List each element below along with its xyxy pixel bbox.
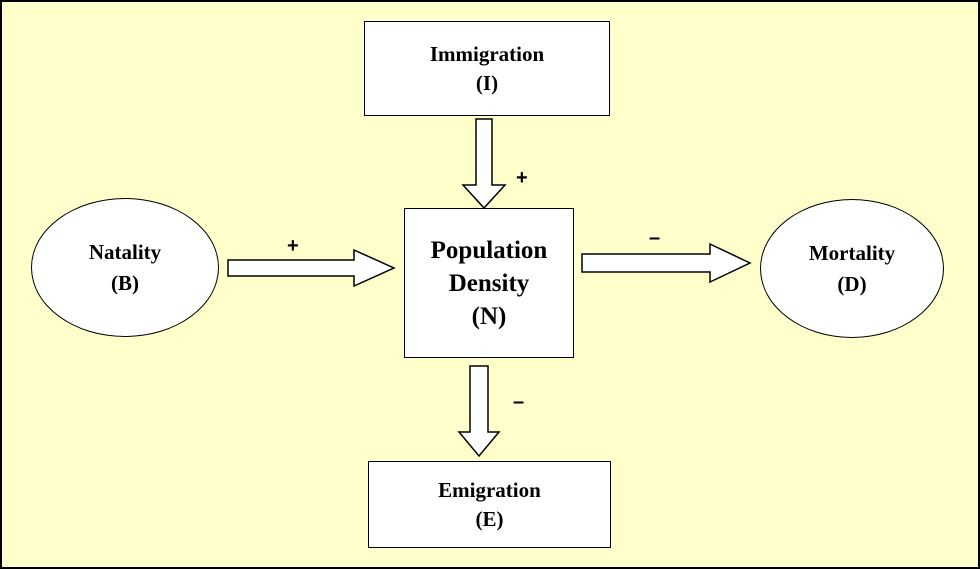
- sign-immigration-to-population: +: [516, 167, 528, 189]
- emigration-symbol: (E): [475, 506, 504, 531]
- arrow-population-to-mortality: [581, 242, 752, 284]
- immigration-symbol: (I): [475, 70, 499, 95]
- population-symbol: (N): [471, 302, 507, 330]
- population-label-line2: Density: [448, 269, 530, 297]
- arrow-natality-to-population: [227, 248, 396, 288]
- sign-population-to-emigration: –: [513, 391, 525, 413]
- emigration-label: Emigration: [438, 477, 541, 502]
- node-natality: Natality (B): [31, 198, 219, 337]
- node-mortality: Mortality (D): [760, 199, 944, 338]
- node-immigration: Immigration (I): [364, 21, 610, 116]
- natality-label: Natality: [88, 239, 162, 264]
- arrow-immigration-to-population: [461, 118, 507, 210]
- node-population-density: Population Density (N): [404, 208, 574, 358]
- arrow-population-to-emigration: [457, 365, 501, 458]
- mortality-symbol: (D): [837, 271, 867, 296]
- node-emigration: Emigration (E): [368, 461, 611, 548]
- mortality-label: Mortality: [808, 240, 896, 265]
- natality-symbol: (B): [111, 270, 139, 295]
- sign-population-to-mortality: –: [649, 227, 661, 249]
- population-label-line1: Population: [430, 236, 548, 264]
- immigration-label: Immigration: [429, 41, 545, 66]
- sign-natality-to-population: +: [287, 235, 299, 257]
